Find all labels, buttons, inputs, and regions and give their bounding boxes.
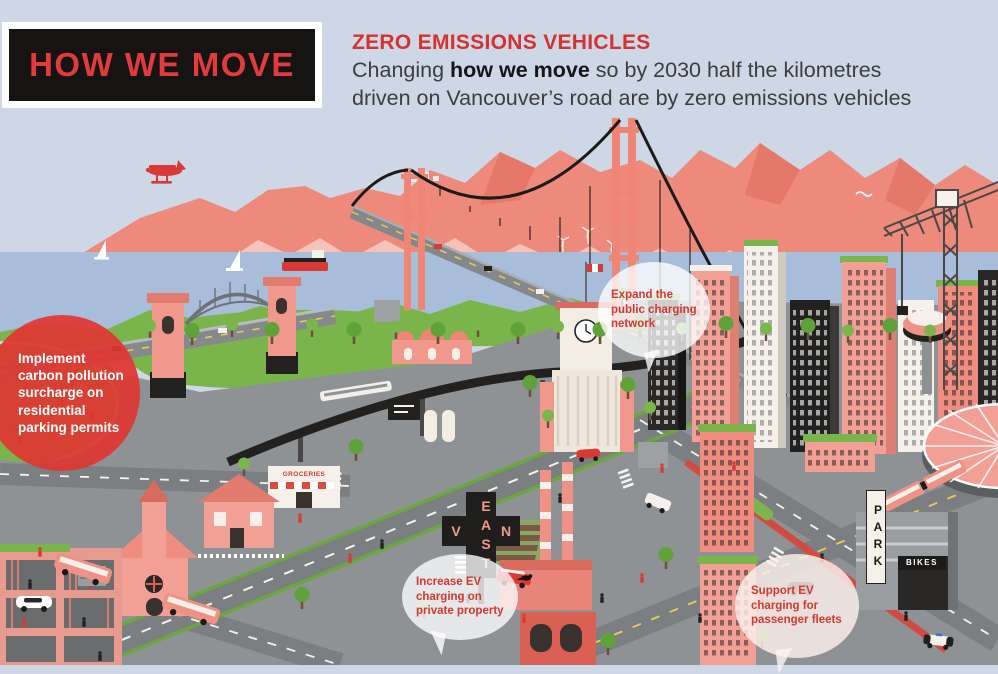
seagull-icon: [855, 191, 873, 197]
car: [434, 244, 442, 249]
car: [218, 328, 227, 333]
tower: [840, 256, 896, 454]
lookout-tower: [903, 310, 951, 394]
articulated-bus: [881, 459, 967, 512]
bubble-tail: [775, 647, 796, 674]
groceries-store: [268, 466, 340, 508]
anchor-block: [638, 442, 668, 468]
anchor-block: [374, 300, 400, 322]
sailboat: [226, 250, 243, 271]
callout-public-charging: Expand the public charging network: [598, 262, 710, 373]
groceries-sign: GROCERIES: [282, 471, 326, 478]
section-subtitle: Changing how we move so by 2030 half the…: [352, 56, 998, 112]
bike-lane: [93, 416, 707, 665]
car: [536, 289, 544, 294]
park-sign: PARK: [866, 490, 886, 584]
section-title: ZERO EMISSIONS VEHICLES: [352, 31, 651, 54]
east-van-sign-left: V: [451, 523, 461, 539]
banner-text: HOW WE MOVE: [29, 46, 295, 83]
bus: [162, 593, 221, 626]
tower: [690, 265, 739, 442]
bridge-tower: [401, 168, 428, 310]
awning: [270, 482, 334, 489]
car: [484, 266, 492, 271]
canada-flag-icon: [587, 264, 603, 272]
church: [112, 480, 198, 616]
callout-parking-surcharge: Implement carbon pollution surcharge on …: [0, 315, 140, 471]
bridge-tower: [609, 118, 639, 330]
sailboat: [94, 240, 109, 260]
van: [644, 492, 672, 514]
tower: [744, 240, 786, 448]
skytrain: [319, 380, 392, 402]
bridge-pylon: [263, 277, 301, 374]
callout-private-charging: Increase EV charging on private property: [402, 554, 518, 656]
clock-tower-building: [540, 262, 634, 452]
brewery: [388, 400, 455, 442]
bus: [54, 553, 113, 586]
house: [198, 474, 284, 558]
bikes-sign: BIKES: [898, 556, 946, 570]
construction-crane: [883, 181, 998, 390]
crow-icon: [516, 574, 533, 581]
subtitle-line2: driven on Vancouver’s road are by zero e…: [352, 86, 912, 110]
police-car: [923, 633, 954, 650]
title-banner: HOW WE MOVE: [2, 22, 322, 108]
car: [16, 596, 52, 612]
subtitle-line1: Changing how we move so by 2030 half the…: [352, 58, 882, 82]
east-van-sign-right: N: [500, 523, 512, 539]
tower: [698, 424, 756, 552]
callout-fleet-charging: Support EV charging for passenger fleets: [735, 554, 859, 674]
green-roof-lowrise: [803, 434, 877, 472]
ferry: [282, 250, 328, 271]
bridge-pylon: [147, 293, 189, 398]
fire-hall: [520, 612, 596, 665]
car: [576, 448, 601, 463]
east-van-sign-vertical: EAST: [478, 498, 494, 574]
seaplane: [145, 160, 186, 184]
